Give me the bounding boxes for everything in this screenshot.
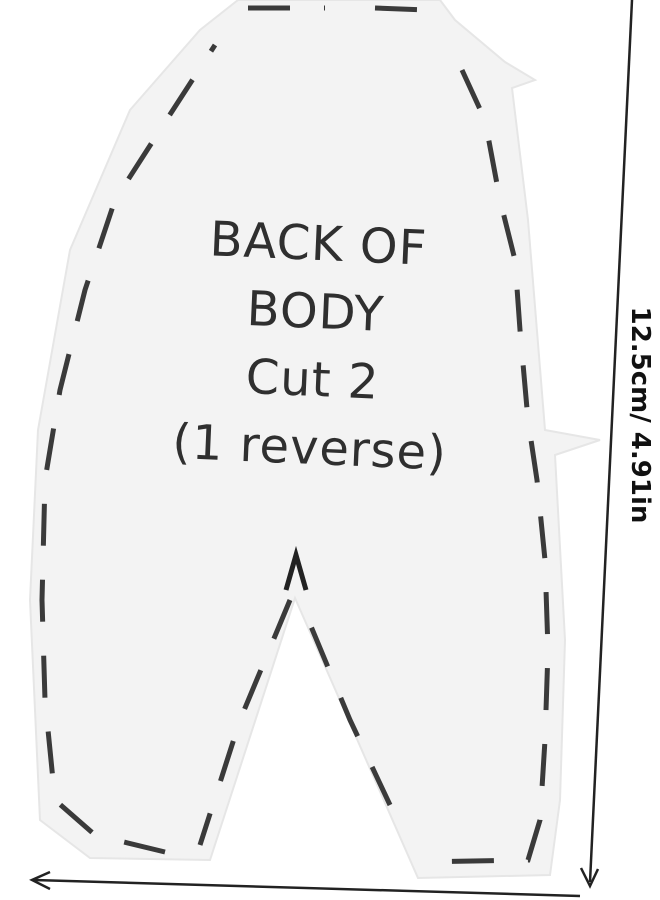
height-dimension-label: 12.5cm/ 4.91in: [625, 306, 655, 524]
grainline-arrow-icon: [283, 545, 309, 591]
dimension-arrow-icon: [579, 0, 634, 889]
seam-line: [39, 5, 551, 865]
pattern-piece-shape: [28, 0, 601, 880]
width-dimension-arrow-icon: [29, 870, 581, 898]
pattern-label: BACK OF BODY Cut 2 (1 reverse): [138, 203, 490, 490]
